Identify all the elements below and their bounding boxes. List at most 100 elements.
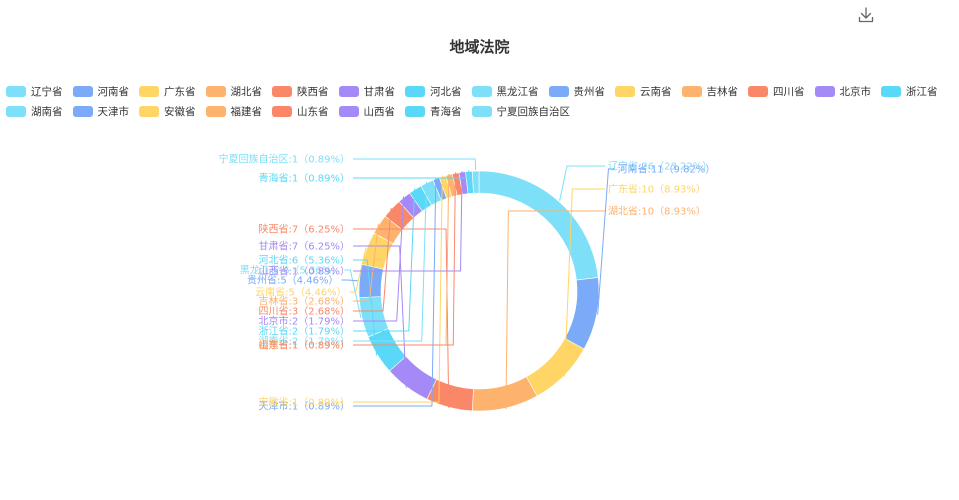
data-label: 甘肃省:7（6.25%） [259, 240, 351, 253]
legend-swatch [72, 105, 93, 117]
legend-item[interactable]: 河南省 [72, 84, 130, 98]
data-label: 吉林省:3（2.68%） [259, 295, 351, 308]
chart-title: 地域法院 [449, 38, 510, 56]
data-label: 山东省:1（0.89%） [259, 339, 351, 352]
data-label: 安徽省:1（0.89%） [259, 396, 351, 409]
legend-swatch [338, 85, 359, 97]
leader-line [353, 188, 416, 332]
data-label: 青海省:1（0.89%） [259, 172, 351, 185]
leader-line [353, 207, 392, 312]
legend-swatch [272, 105, 292, 117]
legend-label: 河北省 [430, 85, 462, 98]
legend-swatch [272, 85, 292, 97]
download-button[interactable] [856, 5, 876, 25]
legend-item[interactable]: 云南省 [615, 84, 672, 98]
data-label: 河南省:11（9.82%） [617, 163, 715, 176]
legend-label: 吉林省 [706, 85, 739, 98]
legend-label: 河南省 [97, 85, 130, 98]
legend-item[interactable]: 甘肃省 [338, 84, 396, 98]
legend-item[interactable]: 贵州省 [548, 84, 606, 98]
leader-line [353, 245, 407, 388]
data-label: 广东省:10（8.93%） [608, 183, 706, 196]
legend-item[interactable]: 四川省 [748, 84, 805, 98]
legend-item[interactable]: 宁夏回族自治区 [471, 104, 571, 118]
legend-item[interactable]: 陕西省 [272, 84, 329, 98]
leader-line [341, 279, 359, 282]
legend-label: 四川省 [773, 85, 805, 98]
data-label: 云南省:5（4.46%） [255, 286, 347, 299]
legend-label: 湖南省 [31, 105, 63, 118]
leader-line [353, 158, 477, 171]
legend-swatch [881, 85, 901, 97]
leader-line [344, 269, 362, 319]
leader-line [353, 177, 437, 407]
data-label: 黑龙江省:6（5.36%） [240, 264, 342, 277]
legend-swatch [338, 105, 359, 117]
leader-line [353, 172, 456, 346]
legend-item[interactable]: 福建省 [205, 104, 263, 118]
legend-swatch [548, 85, 569, 97]
legend-swatch [748, 85, 768, 97]
pie-slice[interactable] [525, 337, 585, 397]
data-label: 四川省:3（2.68%） [259, 305, 351, 318]
legend-label: 浙江省 [906, 85, 938, 98]
legend-item[interactable]: 湖北省 [205, 84, 263, 98]
leader-line [597, 168, 615, 315]
legend-item[interactable]: 辽宁省 [6, 84, 63, 98]
legend-item[interactable]: 湖南省 [6, 104, 63, 118]
legend-swatch [72, 85, 93, 97]
leader-line [353, 223, 379, 302]
legend-swatch [6, 85, 26, 97]
legend-label: 福建省 [230, 105, 263, 118]
legend-swatch [6, 105, 26, 117]
legend-item[interactable]: 天津市 [72, 104, 129, 118]
pie-slice[interactable] [471, 170, 480, 194]
legend-swatch [471, 105, 492, 117]
leader-line [564, 188, 605, 377]
leader-line [559, 165, 605, 201]
legend-swatch [205, 85, 226, 97]
legend-label: 宁夏回族自治区 [496, 105, 571, 118]
legend-label: 安徽省 [164, 105, 196, 118]
legend-label: 甘肃省 [363, 85, 396, 98]
data-label: 湖北省:10（8.93%） [608, 205, 706, 218]
download-icon [858, 7, 874, 23]
data-label: 福建省:1（0.89%） [259, 339, 351, 352]
legend-item[interactable]: 浙江省 [881, 84, 938, 98]
leader-line [505, 210, 605, 409]
chart-legend: 辽宁省 河南省广东省 湖北省 陕西省 甘肃省 河北省 黑龙江省 贵州省云南省 吉林省 四川省 北京市… [6, 84, 958, 118]
legend-item[interactable]: 青海省 [405, 104, 462, 118]
leader-line [353, 259, 378, 356]
data-label: 天津市:1（0.89%） [259, 400, 351, 413]
legend-swatch [405, 85, 425, 97]
legend-label: 北京市 [839, 85, 872, 98]
data-label: 陕西省:7（6.25%） [259, 223, 351, 236]
leader-line [353, 228, 450, 409]
legend-item[interactable]: 吉林省 [681, 84, 739, 98]
legend-item[interactable]: 黑龙江省 [471, 84, 539, 98]
legend-swatch [615, 85, 635, 97]
legend-label: 湖北省 [230, 85, 263, 98]
data-label: 浙江省:2（1.79%） [259, 325, 351, 338]
legend-item[interactable]: 山东省 [272, 104, 329, 118]
legend-swatch [681, 85, 702, 97]
data-label: 河北省:6（5.36%） [259, 254, 351, 267]
legend-item[interactable]: 安徽省 [139, 104, 196, 118]
data-label: 宁夏回族自治区:1（0.89%） [219, 153, 351, 166]
leader-line [353, 181, 427, 342]
legend-label: 黑龙江省 [496, 85, 539, 98]
legend-label: 陕西省 [297, 85, 329, 98]
pie-slice[interactable] [564, 277, 600, 350]
legend-swatch [205, 105, 226, 117]
legend-item[interactable]: 山西省 [338, 104, 395, 118]
legend-label: 辽宁省 [31, 85, 63, 98]
pie-slice[interactable] [471, 376, 538, 412]
legend-item[interactable]: 广东省 [139, 84, 196, 98]
legend-label: 贵州省 [573, 85, 606, 98]
legend-item[interactable]: 北京市 [814, 84, 872, 98]
legend-item[interactable]: 河北省 [405, 84, 462, 98]
legend-swatch [139, 85, 159, 97]
pie-slice[interactable] [478, 170, 599, 281]
data-label: 湖南省:2（1.79%） [259, 335, 351, 348]
